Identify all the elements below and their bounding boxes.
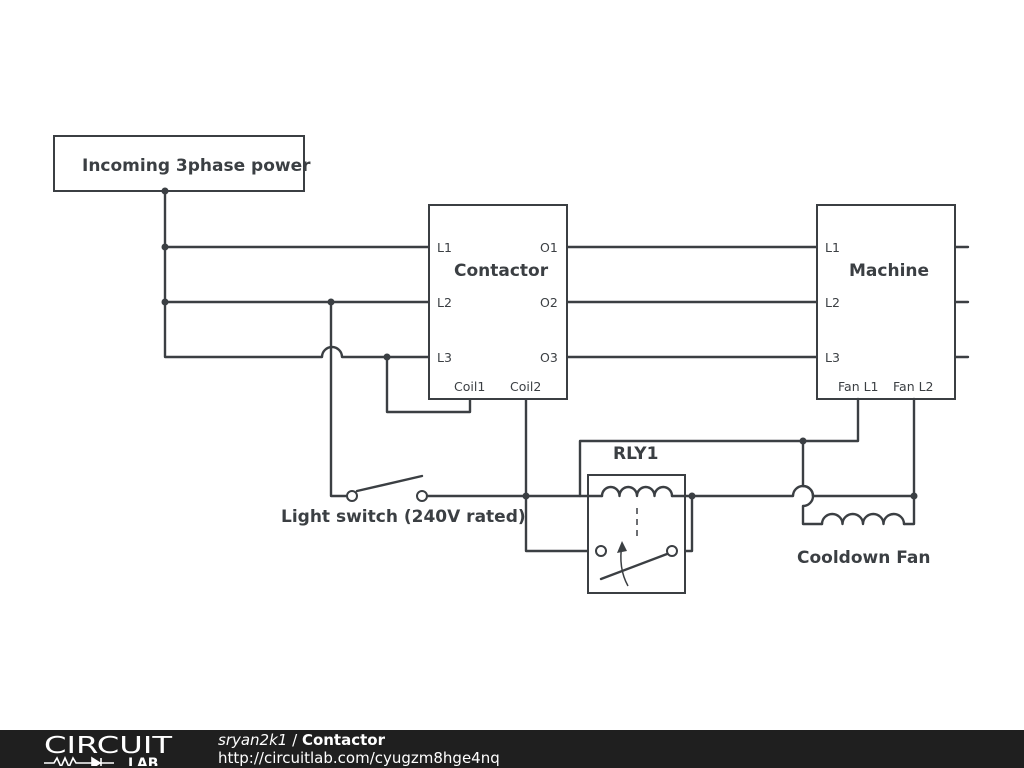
circuit-url[interactable]: http://circuitlab.com/cyugzm8hge4nq	[218, 749, 500, 767]
power-wires	[163, 189, 970, 359]
author-link[interactable]: sryan2k1	[218, 731, 288, 749]
circuit-title-line: sryan2k1 / Contactor	[218, 731, 500, 749]
coil1-wire	[385, 355, 472, 414]
contactor-pin-l1: L1	[437, 240, 452, 255]
contactor-pin-o2: O2	[540, 295, 558, 310]
junction-dots	[161, 187, 918, 500]
contactor-pin-l3: L3	[437, 350, 452, 365]
logo-top-text: CIRCUIT	[44, 733, 173, 759]
circuitlab-logo[interactable]: CIRCUIT LAB	[44, 732, 174, 766]
title-separator: /	[287, 731, 302, 749]
machine: Machine L1 L2 L3 Fan L1 Fan L2	[816, 204, 956, 400]
relay-contact-wire	[675, 484, 916, 553]
machine-pin-l3: L3	[825, 350, 840, 365]
coil2-wire	[524, 397, 598, 553]
contactor-pin-o1: O1	[540, 240, 558, 255]
contactor: Contactor L1 L2 L3 O1 O2 O3 Coil1 Coil2	[428, 204, 568, 400]
fan-l2-wire	[902, 397, 916, 526]
relay-rly1[interactable]	[578, 474, 694, 594]
machine-pin-fan-l1: Fan L1	[838, 379, 879, 394]
incoming-power-box	[53, 135, 305, 192]
relay-label: RLY1	[613, 444, 658, 464]
contactor-pin-coil2: Coil2	[510, 379, 541, 394]
machine-pin-fan-l2: Fan L2	[893, 379, 934, 394]
circuit-title[interactable]: Contactor	[301, 731, 385, 749]
machine-pin-l2: L2	[825, 295, 840, 310]
machine-pin-l1: L1	[825, 240, 840, 255]
contactor-pin-l2: L2	[437, 295, 452, 310]
cooldown-fan-coil	[820, 512, 906, 526]
light-switch-label: Light switch (240V rated)	[281, 507, 526, 527]
incoming-power-label: Incoming 3phase power	[82, 156, 311, 176]
cooldown-fan-label: Cooldown Fan	[797, 548, 930, 568]
circuit-meta: sryan2k1 / Contactor http://circuitlab.c…	[218, 731, 500, 767]
switch-output-wire	[425, 439, 805, 498]
logo-bottom-text: LAB	[128, 756, 158, 766]
footer-bar: CIRCUIT LAB sryan2k1 / Contactor http://…	[0, 730, 1024, 768]
contactor-name: Contactor	[454, 261, 549, 281]
contactor-pin-o3: O3	[540, 350, 558, 365]
switch-feed-wire	[329, 300, 348, 498]
light-switch[interactable]	[346, 474, 428, 502]
circuit-schematic: Incoming 3phase power Light switch (240V…	[53, 135, 970, 594]
machine-name: Machine	[849, 261, 929, 281]
logo-diode-icon	[91, 756, 114, 766]
logo-resistor-icon	[44, 756, 92, 766]
fan-l1-wire	[801, 397, 860, 526]
contactor-pin-coil1: Coil1	[454, 379, 485, 394]
